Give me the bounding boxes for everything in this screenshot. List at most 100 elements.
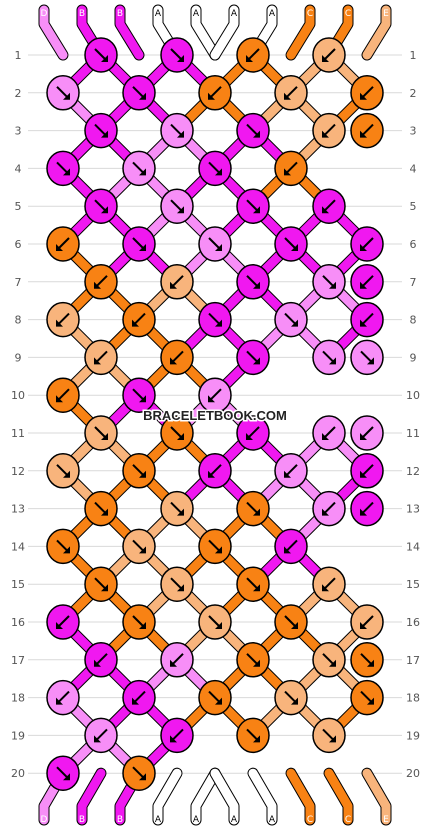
- knot-arrow-head: [94, 735, 101, 743]
- row-number-left: 1: [15, 49, 22, 62]
- knot-arrow-head: [322, 55, 329, 62]
- row-number-left: 2: [15, 87, 22, 100]
- knot-arrow-head: [360, 319, 367, 327]
- row-number-left: 15: [11, 578, 25, 591]
- knot-arrow-head: [101, 433, 108, 440]
- row-number-left: 9: [15, 351, 22, 364]
- knot-arrow-head: [215, 697, 222, 705]
- row-number-right: 7: [410, 276, 417, 289]
- knot-arrow-head: [253, 584, 260, 592]
- row-number-left: 3: [15, 125, 22, 138]
- row-number-right: 10: [406, 389, 420, 402]
- knot-arrow-head: [246, 433, 253, 440]
- knot-arrow-head: [101, 584, 108, 592]
- knot-arrow-head: [101, 130, 108, 138]
- knot-arrow-head: [291, 697, 298, 705]
- strand-label-top: A: [193, 9, 200, 19]
- row-number-right: 20: [406, 767, 420, 780]
- strand-end-bottom: [286, 768, 315, 825]
- knot-arrow-head: [63, 470, 70, 478]
- knot-arrow-head: [208, 395, 215, 403]
- knot-arrow-head: [170, 357, 177, 365]
- knot-arrow-head: [177, 584, 184, 592]
- row-number-right: 15: [406, 578, 420, 591]
- strand-label-top: B: [79, 9, 85, 19]
- row-number-right: 19: [406, 729, 420, 742]
- knot-arrow-head: [63, 92, 70, 100]
- row-number-left: 10: [11, 389, 25, 402]
- knot-arrow-head: [170, 659, 177, 667]
- watermark-text: BRACELETBOOK.COM: [143, 408, 287, 423]
- strand-end-top: [362, 5, 391, 60]
- row-number-right: 5: [410, 200, 417, 213]
- knot-arrow-head: [322, 508, 329, 516]
- row-number-left: 14: [11, 540, 25, 553]
- knot-arrow-head: [360, 622, 367, 629]
- knot-arrow-head: [132, 697, 139, 705]
- row-number-right: 11: [406, 427, 420, 440]
- strand-label-bottom: B: [117, 815, 123, 825]
- knot-arrow-head: [139, 470, 146, 478]
- knot-arrow-head: [284, 168, 291, 176]
- knot-arrow-head: [208, 92, 215, 100]
- knot-arrow-head: [367, 357, 374, 365]
- knot-arrow-head: [215, 168, 222, 176]
- knot-arrow-head: [284, 470, 291, 478]
- strand-label-top: E: [383, 9, 389, 19]
- row-number-right: 14: [406, 540, 420, 553]
- row-number-right: 18: [406, 692, 420, 705]
- knot-arrow-head: [139, 546, 146, 554]
- knot-arrow-head: [101, 55, 108, 62]
- knot-arrow-head: [101, 206, 108, 214]
- strand-label-bottom: D: [41, 815, 48, 825]
- knot-arrow-head: [360, 92, 367, 100]
- knot-arrow-head: [63, 168, 70, 176]
- row-number-left: 6: [15, 238, 22, 251]
- knot-arrow-head: [367, 697, 374, 705]
- knot-arrow-head: [56, 697, 63, 705]
- row-number-left: 8: [15, 314, 22, 327]
- row-number-left: 20: [11, 767, 25, 780]
- row-number-right: 2: [410, 87, 417, 100]
- row-number-right: 3: [410, 125, 417, 138]
- knot-arrow-head: [360, 281, 367, 289]
- strand-label-top: C: [307, 9, 313, 19]
- knot-arrow-head: [291, 622, 298, 629]
- row-number-right: 8: [410, 314, 417, 327]
- knot-arrow-head: [63, 546, 70, 554]
- knot-arrow-head: [360, 433, 367, 440]
- row-number-right: 16: [406, 616, 420, 629]
- knot-arrow-head: [132, 319, 139, 327]
- strand-label-bottom: A: [231, 815, 238, 825]
- knot-arrow-head: [177, 508, 184, 516]
- strand-end-top: [210, 5, 239, 60]
- knot-arrow-head: [291, 319, 298, 327]
- knot-arrow-head: [101, 508, 108, 516]
- knot-arrow-head: [170, 735, 177, 743]
- strand-label-bottom: C: [307, 815, 313, 825]
- knot-arrow-head: [253, 508, 260, 516]
- row-number-right: 12: [406, 465, 420, 478]
- row-number-left: 12: [11, 465, 25, 478]
- strand-label-bottom: E: [383, 815, 389, 825]
- knot-arrow-head: [360, 244, 367, 251]
- knot-arrow-head: [215, 244, 222, 251]
- knot-arrow-head: [139, 92, 146, 100]
- row-number-left: 17: [11, 654, 25, 667]
- knot-arrow-head: [253, 130, 260, 138]
- knot-arrow-head: [139, 773, 146, 781]
- knot-arrow-head: [329, 735, 336, 743]
- knot-arrow-head: [329, 281, 336, 289]
- knot-arrow-head: [94, 281, 101, 289]
- strand-label-top: B: [117, 9, 123, 19]
- row-number-right: 9: [410, 351, 417, 364]
- strand-end-bottom: [210, 768, 239, 825]
- knot-arrow-head: [139, 622, 146, 629]
- knot-arrow-head: [170, 281, 177, 289]
- row-number-right: 13: [406, 503, 420, 516]
- strand-end-bottom: [191, 768, 220, 825]
- knot-arrow-head: [177, 206, 184, 214]
